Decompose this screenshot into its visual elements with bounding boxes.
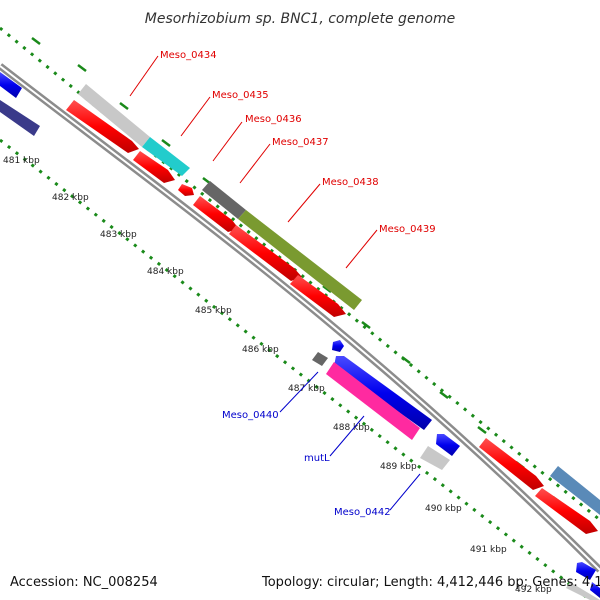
gene-label-meso-0439[interactable]: Meso_0439 — [379, 224, 436, 235]
gene-feature[interactable] — [142, 137, 190, 176]
gene-feature[interactable] — [202, 181, 246, 219]
cds-arrow-reverse[interactable] — [436, 434, 460, 456]
tick-label: 485 kbp — [195, 306, 232, 316]
tick-label: 487 kbp — [288, 384, 325, 394]
cds-arrow-forward[interactable] — [133, 151, 175, 183]
reverse-labels: Meso_0440 mutL Meso_0442 — [222, 371, 421, 518]
gene-label-meso-0437[interactable]: Meso_0437 — [272, 137, 329, 148]
gene-label-meso-0434[interactable]: Meso_0434 — [160, 50, 217, 61]
gene-label-mutl[interactable]: mutL — [304, 453, 330, 464]
gene-label-meso-0440[interactable]: Meso_0440 — [222, 410, 279, 421]
cds-arrow-reverse[interactable] — [334, 356, 432, 430]
gene-label-meso-0438[interactable]: Meso_0438 — [322, 177, 379, 188]
gene-label-meso-0435[interactable]: Meso_0435 — [212, 90, 269, 101]
tick-label: 489 kbp — [380, 462, 417, 472]
gene-feature[interactable] — [550, 466, 600, 515]
gene-feature[interactable] — [326, 362, 420, 440]
cds-arrow-forward[interactable] — [66, 100, 139, 153]
gene-label-meso-0442[interactable]: Meso_0442 — [334, 507, 391, 518]
cds-arrow-reverse[interactable] — [332, 340, 344, 352]
cds-arrow-forward[interactable] — [535, 488, 598, 534]
gene-label-meso-0436[interactable]: Meso_0436 — [245, 114, 302, 125]
cds-arrow-reverse[interactable] — [590, 582, 600, 598]
topology-text: Topology: circular; Length: 4,412,446 bp… — [261, 575, 600, 590]
forward-labels: Meso_0434 Meso_0435 Meso_0436 Meso_0437 … — [129, 50, 436, 269]
forward-cds — [66, 100, 598, 534]
cds-arrow-forward[interactable] — [479, 438, 544, 490]
gene-feature[interactable] — [420, 446, 450, 470]
tick-label: 482 kbp — [52, 193, 89, 203]
gene-feature[interactable] — [566, 582, 600, 600]
reverse-cds — [0, 72, 600, 598]
cds-arrow-reverse[interactable] — [0, 72, 22, 98]
tick-label: 486 kbp — [242, 345, 279, 355]
cds-arrow-forward[interactable] — [178, 184, 194, 196]
accession-text: Accession: NC_008254 — [10, 575, 158, 590]
gene-feature[interactable] — [0, 100, 40, 136]
tick-label: 481 kbp — [3, 156, 40, 166]
tick-label: 484 kbp — [147, 267, 184, 277]
inner-tick-ring — [0, 138, 591, 600]
gene-feature[interactable] — [78, 84, 150, 147]
cog-ring-forward — [78, 84, 600, 515]
map-title: Mesorhizobium sp. BNC1, complete genome — [145, 11, 456, 27]
gene-feature[interactable] — [312, 352, 328, 366]
cds-arrow-forward[interactable] — [229, 225, 302, 281]
cog-ring-reverse — [0, 100, 600, 600]
gene-feature[interactable] — [238, 210, 362, 310]
tick-label: 490 kbp — [425, 504, 462, 514]
tick-label: 492 kbp — [515, 585, 552, 595]
cds-arrow-reverse[interactable] — [576, 562, 596, 580]
cds-arrow-forward[interactable] — [193, 196, 239, 232]
cds-arrow-forward[interactable] — [290, 275, 346, 317]
tick-label: 488 kbp — [333, 423, 370, 433]
tick-label: 483 kbp — [100, 230, 137, 240]
tick-label: 491 kbp — [470, 545, 507, 555]
